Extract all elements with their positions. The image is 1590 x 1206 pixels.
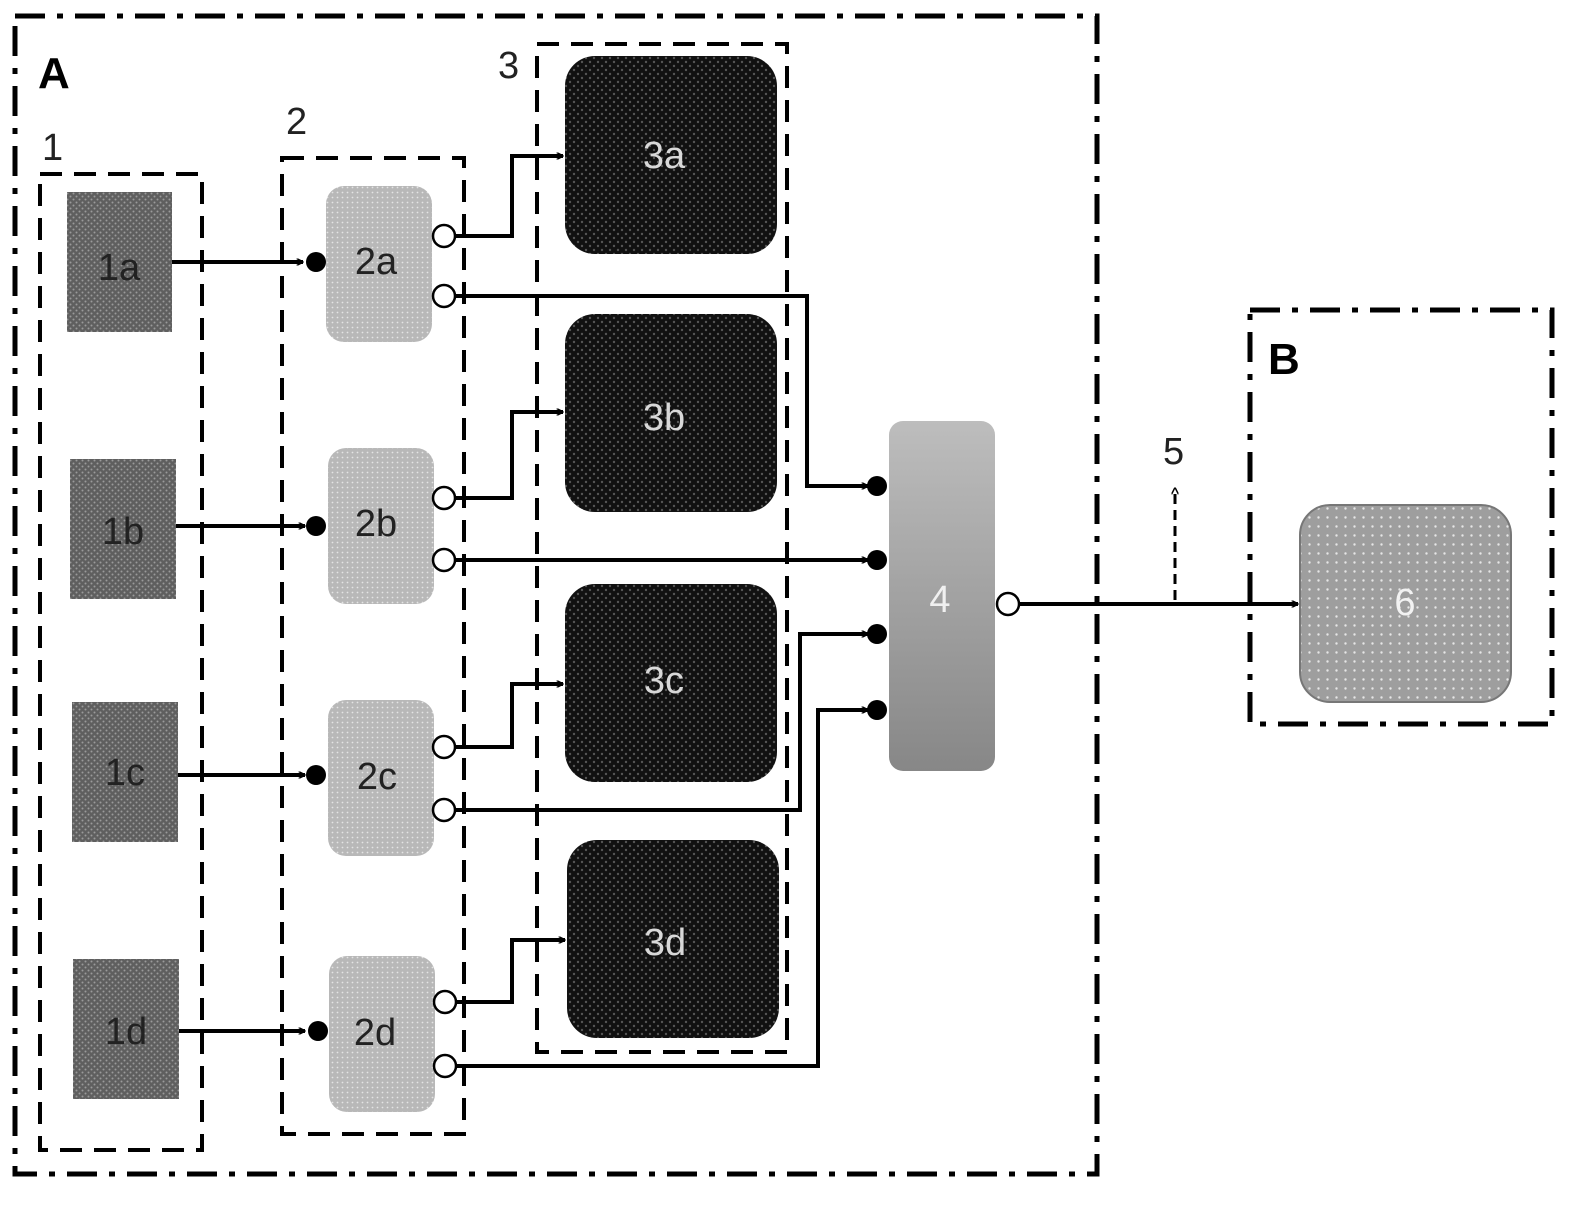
port-2a-in [306,252,326,272]
module-3a-label: 3a [643,135,686,177]
sensor-1d-label: 1d [105,1011,147,1053]
processor-2c-label: 2c [357,756,397,798]
sensor-1a-label: 1a [98,247,141,289]
port-2c-out-1 [431,734,457,760]
sensor-1b-label: 1b [102,511,144,553]
port-hub-in-4 [867,700,887,720]
group-3-label: 3 [498,45,519,87]
wire-2a-hub [455,294,868,486]
processor-2d: 2d [329,956,435,1112]
module-3d: 3d [567,840,779,1038]
port-hub-in-2 [867,550,887,570]
port-2d-out-1 [432,989,458,1015]
module-3b: 3b [565,314,777,512]
group-1-border [38,172,204,1152]
group-1-label: 1 [42,127,63,169]
module-3b-label: 3b [643,397,685,439]
port-2b-in [306,516,326,536]
receiver-6-label: 6 [1394,582,1415,624]
module-3c-label: 3c [644,660,684,702]
wire-2c-3c [455,684,563,749]
port-2d-in [308,1021,328,1041]
sensor-1c: 1c [72,702,178,842]
processor-2c: 2c [328,700,434,856]
processor-2a-label: 2a [355,241,398,283]
group-3-border [535,42,789,1054]
processor-2d-label: 2d [354,1012,396,1054]
module-3c: 3c [565,584,777,782]
wire-2b-3b [455,412,563,500]
group-2-label: 2 [286,101,307,143]
region-b-label: B [1268,335,1300,384]
port-hub-out [995,591,1021,617]
module-3d-label: 3d [644,922,686,964]
port-hub-in-3 [867,624,887,644]
region-a-label: A [38,49,70,98]
sensor-1c-label: 1c [105,752,145,794]
wire-2d-3d [455,940,565,1004]
wire-2c-hub [455,634,868,812]
receiver-6: 6 [1299,504,1512,703]
processor-2a: 2a [326,186,432,342]
hub-4-label: 4 [929,579,950,621]
port-hub-in-1 [867,476,887,496]
sensor-1b: 1b [70,459,176,599]
processor-2b-label: 2b [355,503,397,545]
wire-2a-3a [455,156,563,238]
wire-2d-hub [455,710,868,1068]
port-2c-out-2 [431,797,457,823]
processor-2b: 2b [328,448,434,604]
port-2a-out-2 [431,283,457,309]
output-5-label: 5 [1163,431,1184,473]
port-2d-out-2 [432,1053,458,1079]
hub-4: 4 [889,421,995,771]
port-2a-out-1 [431,223,457,249]
region-b-border [1247,307,1555,727]
port-2b-out-1 [431,485,457,511]
sensor-1d: 1d [73,959,179,1099]
port-2c-in [306,765,326,785]
port-2b-out-2 [431,547,457,573]
region-a-border [12,13,1100,1177]
module-3a: 3a [565,56,777,254]
sensor-1a: 1a [67,192,172,332]
